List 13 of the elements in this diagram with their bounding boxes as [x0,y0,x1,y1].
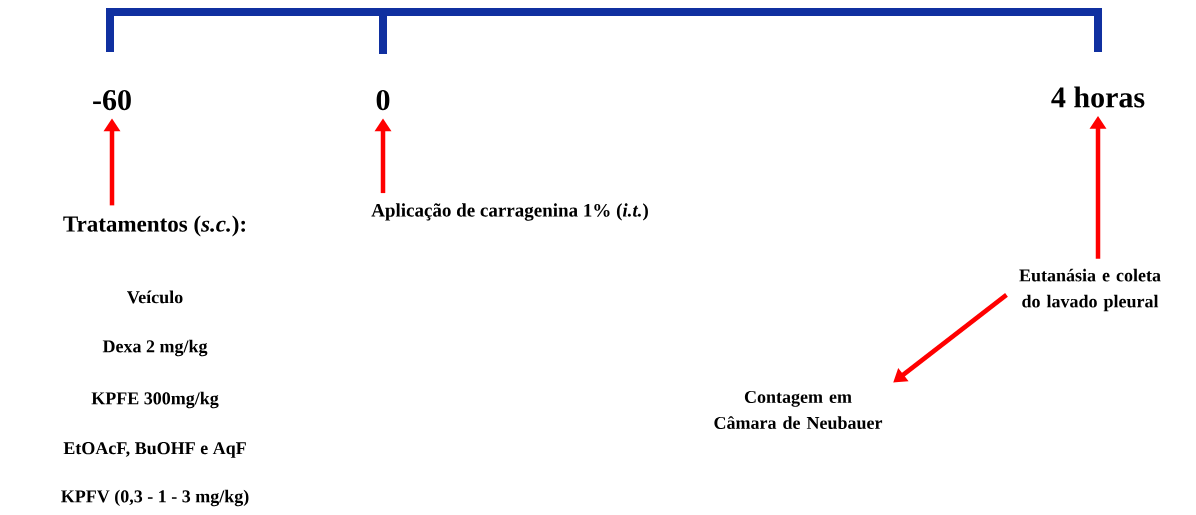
event-label: Eutanásia e coleta do lavado pleural [1019,268,1161,312]
treatment-item: KPFE 300mg/kg [91,391,219,409]
event-label: Contagem em Câmara de Neubauer [714,390,883,430]
treatment-item: Veículo [127,290,183,304]
treatment-item: KPFV (0,3 - 1 - 3 mg/kg) [61,489,249,507]
treatment-heading: Tratamentos (s.c.): [63,215,245,237]
time-label: 4 horas [1051,86,1145,108]
time-label: 0 [376,89,390,111]
treatment-item: EtOAcF, BuOHF e AqF [63,442,246,458]
time-label: -60 [93,89,131,111]
event-label: Aplicação de carragenina 1% (i.t.) [371,203,648,221]
arrow [893,293,1008,383]
treatment-item: Dexa 2 mg/kg [102,339,208,357]
